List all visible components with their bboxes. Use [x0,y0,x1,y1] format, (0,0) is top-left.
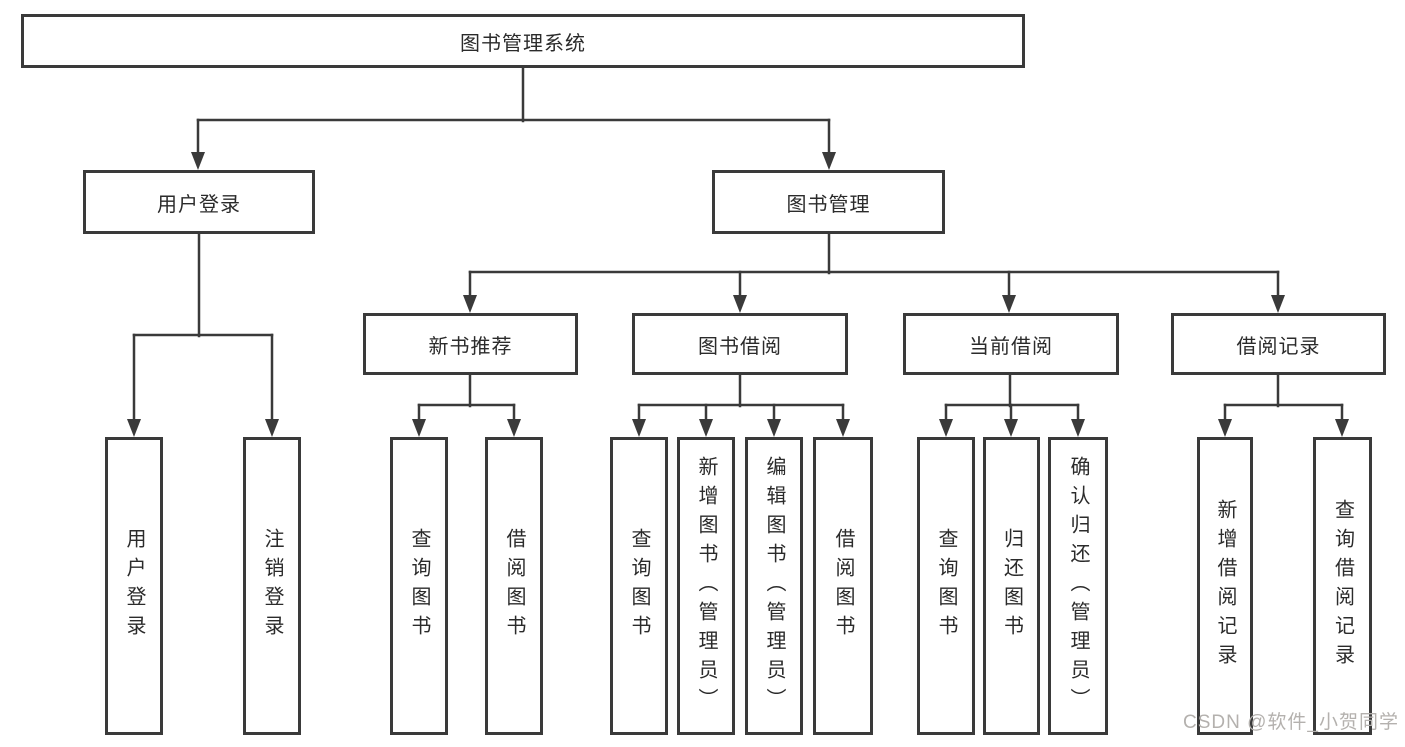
node-book-borrow-label: 图书借阅 [698,335,782,358]
node-root-label: 图书管理系统 [460,32,586,55]
leaf-cb-confirm-return-admin-label: 确认归还（管理员） [1067,455,1089,717]
leaf-logout: 注销登录 [243,437,301,735]
leaf-cb-return-book-label: 归还图书 [1000,528,1023,644]
leaf-bb-edit-book-admin: 编辑图书（管理员） [745,437,803,735]
leaf-user-login: 用户登录 [105,437,163,735]
leaf-cb-query-book-label: 查询图书 [935,528,957,644]
node-root: 图书管理系统 [21,14,1025,68]
node-book-mgmt: 图书管理 [712,170,945,234]
leaf-br-query-record: 查询借阅记录 [1313,437,1372,735]
leaf-bb-add-book-admin: 新增图书（管理员） [677,437,735,735]
node-current-borrow: 当前借阅 [903,313,1119,375]
leaf-cb-confirm-return-admin: 确认归还（管理员） [1048,437,1108,735]
leaf-nbr-query-book: 查询图书 [390,437,448,735]
leaf-bb-borrow-book-label: 借阅图书 [832,528,854,644]
leaf-bb-add-book-admin-label: 新增图书（管理员） [695,455,717,717]
leaf-bb-query-book: 查询图书 [610,437,668,735]
node-book-borrow: 图书借阅 [632,313,848,375]
leaf-bb-edit-book-admin-label: 编辑图书（管理员） [763,455,785,717]
node-user-login-label: 用户登录 [157,193,241,216]
arrowheads [127,152,1349,437]
leaf-br-add-record: 新增借阅记录 [1197,437,1253,735]
leaf-bb-borrow-book: 借阅图书 [813,437,873,735]
leaf-logout-label: 注销登录 [261,528,283,644]
node-borrow-record: 借阅记录 [1171,313,1386,375]
node-borrow-record-label: 借阅记录 [1236,335,1321,358]
node-new-book-rec-label: 新书推荐 [428,335,513,358]
leaf-br-query-record-label: 查询借阅记录 [1331,499,1354,673]
leaf-nbr-borrow-book: 借阅图书 [485,437,543,735]
leaf-bb-query-book-label: 查询图书 [628,528,650,644]
leaf-nbr-borrow-book-label: 借阅图书 [503,528,525,644]
leaf-br-add-record-label: 新增借阅记录 [1214,499,1236,673]
leaf-user-login-label: 用户登录 [123,528,145,644]
node-book-mgmt-label: 图书管理 [786,193,871,216]
leaf-cb-query-book: 查询图书 [917,437,975,735]
node-user-login: 用户登录 [83,170,315,234]
node-new-book-rec: 新书推荐 [363,313,578,375]
node-current-borrow-label: 当前借阅 [969,335,1053,358]
leaf-cb-return-book: 归还图书 [983,437,1040,735]
leaf-nbr-query-book-label: 查询图书 [408,528,430,644]
watermark: CSDN @软件_小贺同学 [1183,712,1399,733]
